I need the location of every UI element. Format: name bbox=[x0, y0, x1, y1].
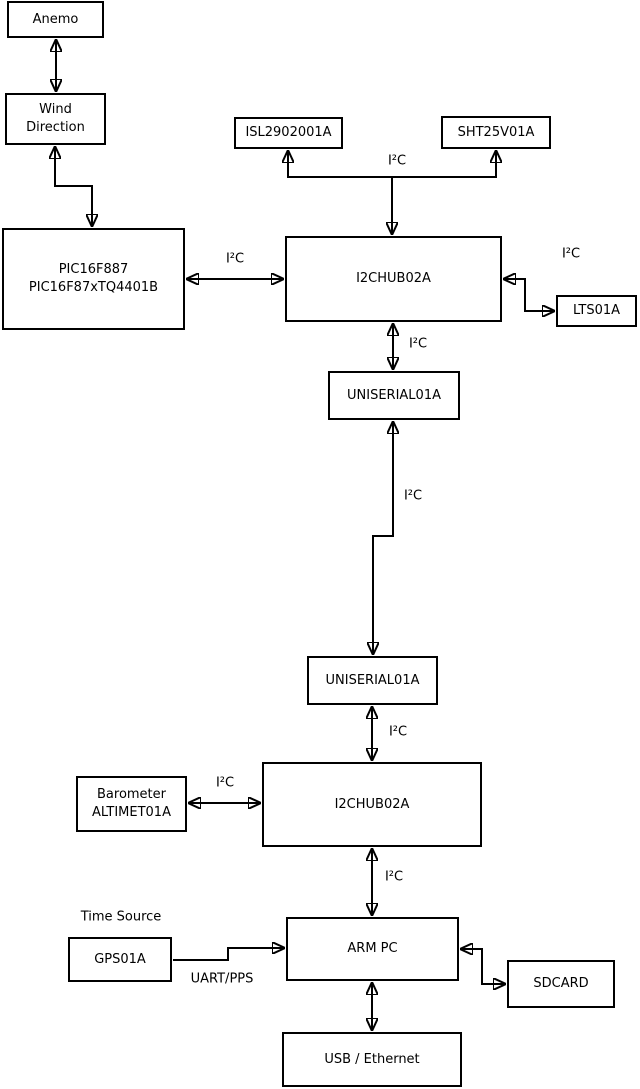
node-anemo-label: Anemo bbox=[32, 11, 79, 27]
node-arm-pc-label: ARM PC bbox=[347, 941, 398, 957]
node-lts01a-label: LTS01A bbox=[572, 303, 621, 319]
node-uniserial01a-2: UNISERIAL01A bbox=[307, 656, 438, 705]
node-arm-pc: ARM PC bbox=[286, 917, 459, 981]
node-i2chub02a-2-label: I2CHUB02A bbox=[334, 796, 410, 812]
label-i2c-lts: I²C bbox=[561, 246, 581, 262]
label-i2c-uniserial-link: I²C bbox=[403, 488, 423, 504]
node-sdcard-label: SDCARD bbox=[533, 976, 589, 992]
node-i2chub02a-2: I2CHUB02A bbox=[262, 762, 482, 847]
node-gps01a-label: GPS01A bbox=[94, 951, 146, 967]
node-gps01a: GPS01A bbox=[68, 937, 172, 982]
label-uart-pps: UART/PPS bbox=[190, 971, 254, 987]
label-i2c-barometer-hub2: I²C bbox=[215, 775, 235, 791]
node-pic16f887-line2: PIC16F87xTQ4401B bbox=[28, 280, 159, 295]
node-wind-direction: Wind Direction bbox=[5, 93, 106, 145]
edge-gps-armpc bbox=[173, 948, 285, 961]
node-isl2902001a: ISL2902001A bbox=[234, 117, 343, 149]
node-anemo: Anemo bbox=[7, 1, 104, 38]
node-uniserial01a-2-label: UNISERIAL01A bbox=[325, 672, 420, 688]
label-i2c-pic-hub1: I²C bbox=[225, 251, 245, 267]
label-i2c-sensor-bus: I²C bbox=[387, 153, 407, 169]
edge-uniserial1-uniserial2 bbox=[373, 421, 393, 655]
node-pic16f887: PIC16F887 PIC16F87xTQ4401B bbox=[2, 228, 185, 330]
node-wind-direction-line1: Wind bbox=[39, 102, 72, 118]
node-isl2902001a-label: ISL2902001A bbox=[245, 125, 332, 141]
node-wind-direction-line2: Direction bbox=[26, 120, 85, 135]
node-uniserial01a-1-label: UNISERIAL01A bbox=[347, 387, 441, 403]
node-barometer-line2: ALTIMET01A bbox=[92, 805, 171, 820]
node-pic16f887-line1: PIC16F887 bbox=[58, 262, 129, 278]
node-i2chub02a-1: I2CHUB02A bbox=[285, 236, 502, 322]
label-i2c-uniserial2-hub2: I²C bbox=[388, 724, 408, 740]
edge-armpc-sdcard bbox=[460, 949, 506, 984]
label-time-source: Time Source bbox=[80, 909, 162, 925]
node-usb-ethernet-label: USB / Ethernet bbox=[324, 1051, 420, 1067]
node-i2chub02a-1-label: I2CHUB02A bbox=[356, 271, 431, 287]
edge-hub1-lts bbox=[503, 279, 555, 311]
node-sht25v01a: SHT25V01A bbox=[441, 116, 551, 149]
node-uniserial01a-1: UNISERIAL01A bbox=[328, 371, 460, 420]
edge-wind-pic bbox=[55, 146, 92, 227]
label-i2c-hub2-armpc: I²C bbox=[384, 869, 404, 885]
node-sdcard: SDCARD bbox=[507, 960, 615, 1008]
node-barometer-line1: Barometer bbox=[97, 787, 166, 803]
node-usb-ethernet: USB / Ethernet bbox=[282, 1032, 462, 1087]
node-sht25v01a-label: SHT25V01A bbox=[457, 124, 535, 140]
label-i2c-hub1-uniserial1: I²C bbox=[408, 336, 428, 352]
node-lts01a: LTS01A bbox=[556, 295, 637, 327]
node-barometer-altimet01a: Barometer ALTIMET01A bbox=[76, 776, 187, 832]
